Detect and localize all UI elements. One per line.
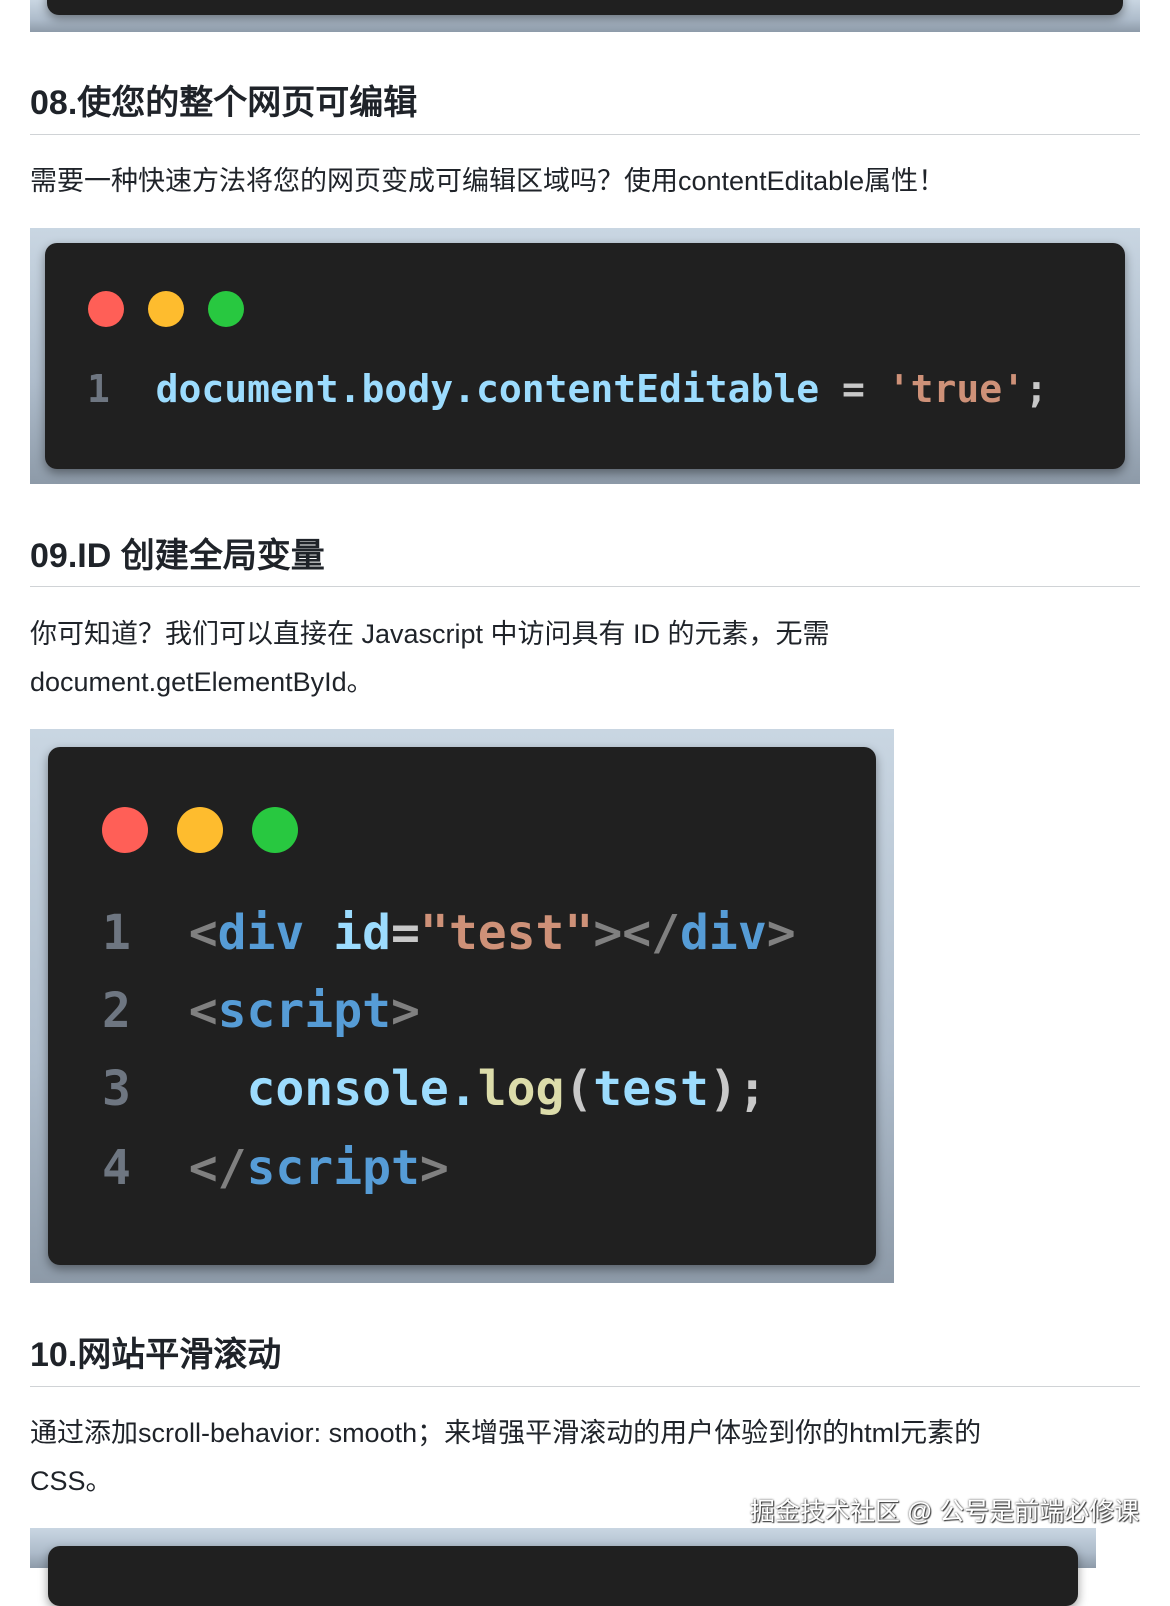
close-dot-icon — [102, 807, 148, 853]
section-09-heading: 09.ID 创建全局变量 — [30, 537, 325, 575]
code-line-3: 3 console.log(test); — [102, 1061, 767, 1117]
divider — [30, 1386, 1140, 1387]
minimize-dot-icon — [177, 807, 223, 853]
maximize-dot-icon — [252, 807, 298, 853]
section-10-heading: 10.网站平滑滚动 — [30, 1336, 282, 1374]
maximize-dot-icon — [208, 291, 244, 327]
code-line-1: 1 <div id="test"></div> — [102, 905, 796, 961]
section-10-text-line1: 通过添加scroll-behavior: smooth；来增强平滑滚动的用户体验… — [30, 1418, 982, 1448]
section-08-heading: 08.使您的整个网页可编辑 — [30, 84, 418, 122]
section-09-text-line1: 你可知道？我们可以直接在 Javascript 中访问具有 ID 的元素，无需 — [30, 619, 830, 649]
watermark: 掘金技术社区 @ 公号是前端必修课 — [750, 1498, 1140, 1526]
minimize-dot-icon — [148, 291, 184, 327]
section-10-text-line2: CSS。 — [30, 1466, 113, 1496]
code-block-id-global: 1 <div id="test"></div> 2 <script> 3 con… — [30, 729, 894, 1283]
code-line-4: 4 </script> — [102, 1140, 449, 1196]
code-line-2: 2 <script> — [102, 983, 420, 1039]
code-block-previous — [30, 0, 1140, 32]
section-08-text: 需要一种快速方法将您的网页变成可编辑区域吗？使用contentEditable属… — [30, 166, 946, 196]
code-block-content-editable: 1 document.body.contentEditable = 'true'… — [30, 228, 1140, 484]
section-09-text-line2: document.getElementById。 — [30, 667, 374, 697]
code-line: 1 document.body.contentEditable = 'true'… — [87, 367, 1048, 411]
divider — [30, 134, 1140, 135]
divider — [30, 586, 1140, 587]
close-dot-icon — [88, 291, 124, 327]
code-block-smooth-scroll — [30, 1528, 1096, 1606]
